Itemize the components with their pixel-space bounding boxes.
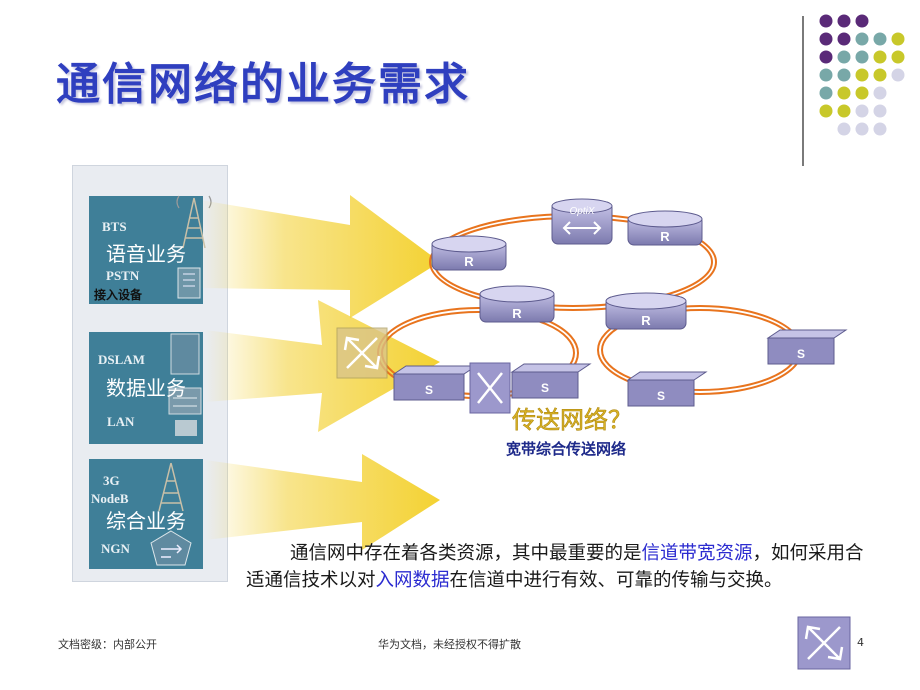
right-ring	[597, 305, 803, 395]
nodeb-tower-icon	[158, 462, 184, 512]
page-number: 4	[857, 636, 864, 649]
voice-service-box: BTS 语音业务 PSTN 接入设备	[89, 195, 212, 304]
integrated-arrow	[205, 454, 440, 550]
pstn-label: PSTN	[106, 268, 140, 283]
ngn-label: NGN	[101, 541, 130, 556]
paragraph-part-1: 通信网中存在着各类资源，其中最重要的是	[290, 543, 642, 564]
router-label: R	[464, 254, 474, 269]
paragraph-text: 通信网中存在着各类资源，其中最重要的是信道带宽资源，如何采用合适通信技术以对入网…	[246, 540, 866, 594]
paragraph-part-2: ，如何采用合适通信技术以对	[246, 543, 864, 591]
access-device-icon	[177, 267, 201, 299]
transport-network-question: 传送网络？	[512, 406, 633, 435]
access-device-label: 接入设备	[94, 288, 143, 302]
cross-connect-icon	[797, 616, 851, 670]
switch-label: S	[541, 381, 549, 395]
top-ring	[429, 213, 717, 311]
data-service-label: 数据业务	[106, 376, 186, 400]
lan-label: LAN	[107, 414, 135, 429]
service-panel: BTS 语音业务 PSTN 接入设备 DSLAM 数据业务 LAN 3G Nod…	[72, 165, 228, 582]
router-nodes: R R R R OptiX	[431, 198, 703, 330]
switch-nodes: S S S S	[392, 329, 848, 407]
integrated-service-box: 3G NodeB 综合业务 NGN	[89, 459, 203, 569]
cross-connect-icon	[469, 362, 511, 414]
router-label: R	[660, 229, 670, 244]
paragraph-part-3: 在信道中进行有效、可靠的传输与交换。	[449, 570, 783, 591]
footer-notice: 华为文档，未经授权不得扩散	[378, 638, 521, 651]
router-label: R	[512, 306, 522, 321]
data-arrow	[205, 300, 440, 432]
3g-label: 3G	[103, 473, 120, 488]
voice-service-label: 语音业务	[106, 242, 186, 266]
slide-title: 通信网络的业务需求	[56, 59, 470, 110]
left-ring	[377, 307, 579, 399]
bts-label: BTS	[102, 219, 127, 234]
data-service-box: DSLAM 数据业务 LAN	[89, 332, 203, 444]
switch-label: S	[797, 347, 805, 361]
footer-classification: 文档密级：内部公开	[58, 638, 157, 651]
nodeb-label: NodeB	[91, 491, 129, 506]
description-paragraph: 通信网中存在着各类资源，其中最重要的是信道带宽资源，如何采用合适通信技术以对入网…	[246, 540, 866, 594]
optix-label: OptiX	[569, 206, 594, 217]
cross-connect-icon	[336, 327, 388, 379]
dslam-device-icon	[168, 333, 202, 436]
integrated-service-label: 综合业务	[106, 509, 186, 533]
highlight-bandwidth: 信道带宽资源	[641, 543, 753, 564]
highlight-network-data: 入网数据	[375, 570, 450, 591]
voice-arrow	[200, 195, 440, 318]
dslam-label: DSLAM	[98, 352, 145, 367]
decorative-dot-grid	[814, 12, 914, 152]
decorative-divider	[802, 16, 804, 166]
ngn-network-icon	[150, 530, 192, 566]
switch-label: S	[425, 383, 433, 397]
router-label: R	[641, 313, 651, 328]
switch-label: S	[657, 389, 665, 403]
broadband-transport-subtitle: 宽带综合传送网络	[506, 440, 627, 458]
